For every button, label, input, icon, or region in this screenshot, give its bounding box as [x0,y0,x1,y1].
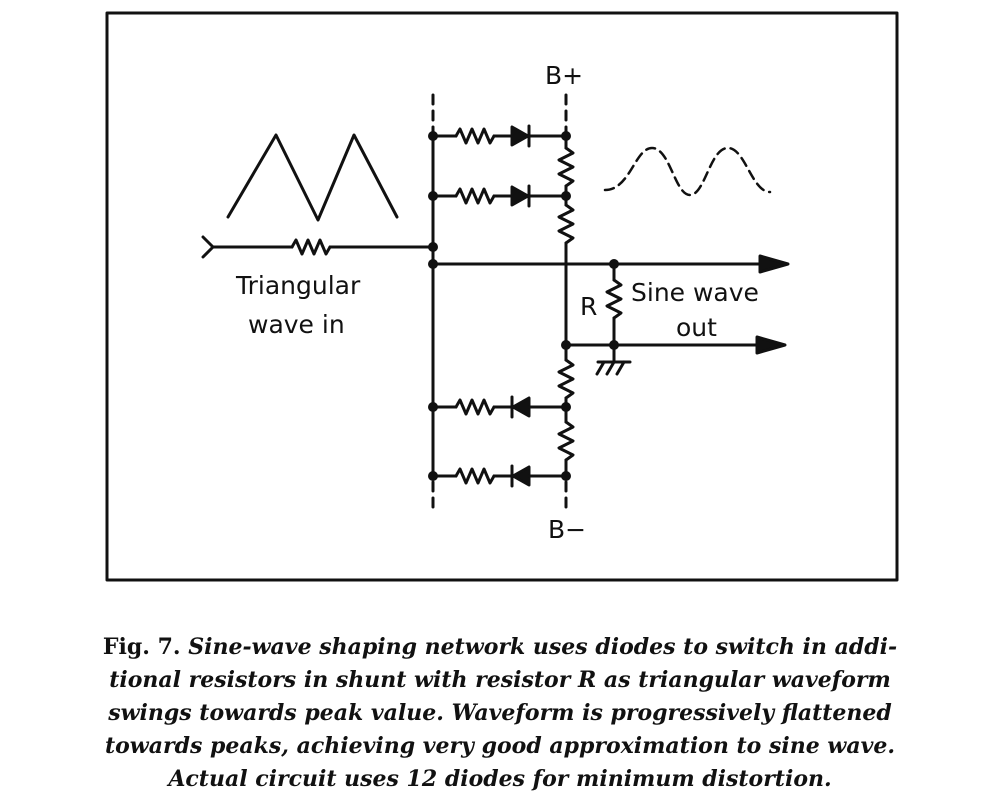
caption-line-3: swings towards peak value. Waveform is p… [108,700,892,726]
diode-2-symbol [510,185,530,207]
caption-line-2: tional resistors in shunt with resistor … [109,667,891,693]
label-r: R [580,292,597,321]
diode-3-symbol [511,396,531,418]
caption-line-1: Fig. 7. Sine-wave shaping network uses d… [0,634,1000,660]
caption-text-1: Sine-wave shaping network uses diodes to… [188,634,898,660]
ground-icon [595,343,632,376]
label-input-line2: wave in [248,310,345,339]
triangular-waveform [226,133,399,222]
figure-number: Fig. 7. [102,634,181,660]
diode-1-symbol [510,125,530,147]
label-output-line1: Sine wave [631,278,759,307]
output-top-arrow [758,254,790,274]
input-resistor [290,238,332,256]
caption-line-5: Actual circuit uses 12 diodes for minimu… [168,766,832,792]
diagram-frame [105,11,899,582]
diode-branch-3 [431,395,568,419]
resistor-r [605,262,623,347]
junction-dots [428,131,619,481]
output-top-line [431,254,790,274]
upper-ladder [557,134,575,347]
label-b-minus: B− [548,515,586,544]
sine-waveform [603,146,772,197]
caption-line-4: towards peaks, achieving very good appro… [104,733,896,759]
output-bottom-line [564,335,787,355]
diode-branch-2 [431,184,568,208]
diode-branch-4 [431,464,568,488]
diode-branch-1 [431,124,568,148]
input-line [201,235,435,259]
label-input-line1: Triangular [235,271,361,300]
label-b-plus: B+ [545,61,583,90]
diode-4-symbol [511,465,531,487]
output-bottom-arrow [755,335,787,355]
label-output-line2: out [676,313,717,342]
